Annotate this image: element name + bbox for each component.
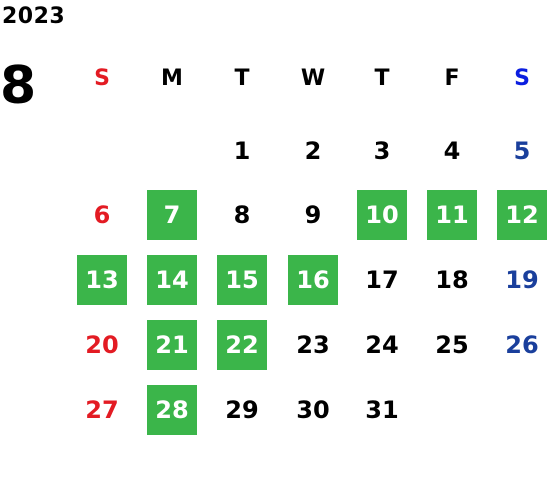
day-cell-3[interactable]: 3: [373, 137, 391, 165]
day-cell-24[interactable]: 24: [365, 331, 399, 359]
day-cell-27[interactable]: 27: [85, 396, 119, 424]
day-cell-11[interactable]: 11: [427, 190, 477, 240]
day-cell-2[interactable]: 2: [304, 137, 322, 165]
day-cell-7[interactable]: 7: [147, 190, 197, 240]
month-number: 8: [0, 56, 37, 116]
day-cell-14[interactable]: 14: [147, 255, 197, 305]
day-cell-13[interactable]: 13: [77, 255, 127, 305]
day-cell-12[interactable]: 12: [497, 190, 547, 240]
day-cell-9[interactable]: 9: [304, 201, 322, 229]
day-cell-1[interactable]: 1: [233, 137, 251, 165]
weekday-header-thursday: T: [374, 66, 390, 91]
day-cell-26[interactable]: 26: [505, 331, 539, 359]
day-cell-15[interactable]: 15: [217, 255, 267, 305]
day-cell-5[interactable]: 5: [513, 137, 531, 165]
day-cell-28[interactable]: 28: [147, 385, 197, 435]
day-cell-18[interactable]: 18: [435, 266, 469, 294]
day-cell-23[interactable]: 23: [296, 331, 330, 359]
day-cell-22[interactable]: 22: [217, 320, 267, 370]
day-cell-16[interactable]: 16: [288, 255, 338, 305]
weekday-header-saturday: S: [514, 66, 530, 91]
day-cell-21[interactable]: 21: [147, 320, 197, 370]
day-cell-19[interactable]: 19: [505, 266, 539, 294]
weekday-header-friday: F: [444, 66, 460, 91]
day-cell-17[interactable]: 17: [365, 266, 399, 294]
day-cell-31[interactable]: 31: [365, 396, 399, 424]
weekday-header-wednesday: W: [300, 66, 326, 91]
day-cell-8[interactable]: 8: [233, 201, 251, 229]
day-cell-25[interactable]: 25: [435, 331, 469, 359]
day-cell-20[interactable]: 20: [85, 331, 119, 359]
day-cell-30[interactable]: 30: [296, 396, 330, 424]
weekday-header-tuesday: T: [234, 66, 250, 91]
year-label: 2023: [2, 4, 66, 29]
day-cell-29[interactable]: 29: [225, 396, 259, 424]
day-cell-10[interactable]: 10: [357, 190, 407, 240]
day-cell-6[interactable]: 6: [93, 201, 111, 229]
weekday-header-monday: M: [161, 66, 183, 91]
weekday-header-sunday: S: [94, 66, 110, 91]
day-cell-4[interactable]: 4: [443, 137, 461, 165]
